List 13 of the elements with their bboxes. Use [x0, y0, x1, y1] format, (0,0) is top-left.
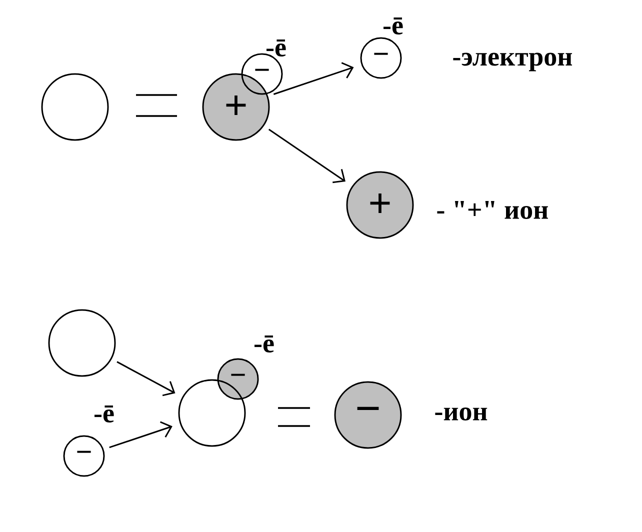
- arrow: [268, 128, 346, 184]
- label-text: -ē: [94, 405, 114, 422]
- empty-circle: [178, 379, 246, 447]
- label-text: -электрон: [453, 52, 572, 72]
- label-text: -ē: [384, 17, 403, 34]
- label-text: -ион: [435, 408, 488, 420]
- arrow: [109, 421, 172, 448]
- arrow: [273, 62, 354, 95]
- label-text: -ē: [254, 335, 274, 352]
- label-text: - "+" ион: [437, 201, 548, 219]
- empty-circle: [41, 73, 109, 141]
- empty-circle: [48, 309, 116, 377]
- arrow: [116, 361, 176, 396]
